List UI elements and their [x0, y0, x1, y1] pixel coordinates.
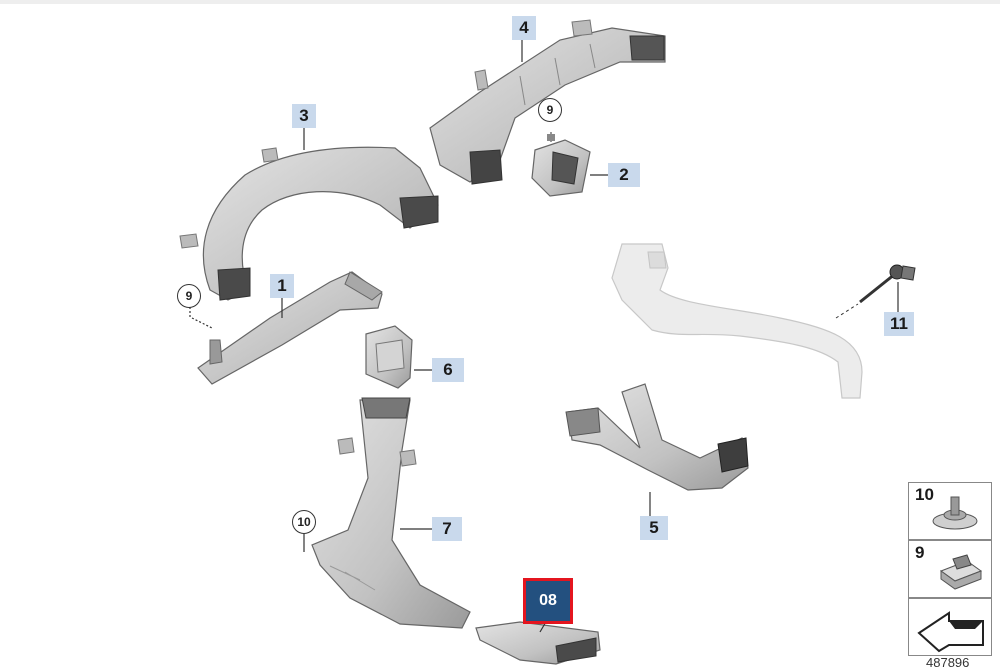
- legend-cell-9-number: 9: [915, 543, 925, 562]
- part-7-duct[interactable]: [311, 397, 471, 629]
- part-5-duct[interactable]: [565, 383, 749, 491]
- part-label-5[interactable]: 5: [640, 516, 668, 540]
- part-11-screw[interactable]: [835, 264, 916, 319]
- circled-label-9-top[interactable]: 9: [538, 98, 562, 122]
- part-label-1[interactable]: 1: [270, 274, 294, 298]
- diagram-id: 487896: [926, 655, 970, 670]
- part-08-vent[interactable]: [475, 621, 601, 665]
- part-2-vent[interactable]: [531, 132, 591, 197]
- legend-cell-10[interactable]: 10: [908, 482, 992, 540]
- part-4-duct[interactable]: [429, 19, 666, 185]
- part-label-3[interactable]: 3: [292, 104, 316, 128]
- part-6-bracket[interactable]: [365, 325, 413, 389]
- top-border: [0, 0, 1000, 4]
- legend-cell-10-number: 10: [915, 485, 934, 504]
- part-3-duct[interactable]: [179, 146, 439, 301]
- part-ghost-duct: [611, 243, 863, 399]
- part-label-7[interactable]: 7: [432, 517, 462, 541]
- part-label-11[interactable]: 11: [884, 312, 914, 336]
- circled-label-10[interactable]: 10: [292, 510, 316, 534]
- legend-cell-arrow[interactable]: [908, 598, 992, 656]
- clip-icon: [939, 554, 983, 590]
- reference-arrow-icon: [917, 611, 984, 653]
- selected-part-label[interactable]: 08: [523, 578, 573, 624]
- part-1-duct[interactable]: [197, 271, 383, 385]
- part-label-4[interactable]: 4: [512, 16, 536, 40]
- part-label-6[interactable]: 6: [432, 358, 464, 382]
- part-label-2[interactable]: 2: [608, 163, 640, 187]
- legend-cell-9[interactable]: 9: [908, 540, 992, 598]
- clip-nut-icon: [932, 496, 978, 530]
- circled-label-9-left[interactable]: 9: [177, 284, 201, 308]
